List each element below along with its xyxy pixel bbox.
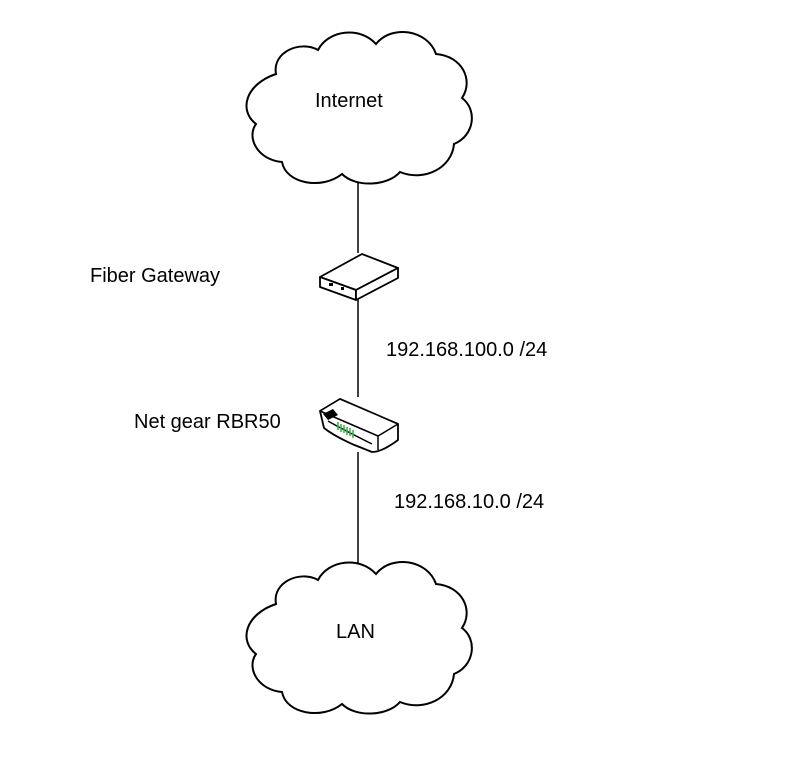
router-led-icon — [337, 422, 354, 438]
fiber-gateway-label: Fiber Gateway — [90, 265, 221, 287]
router-label: Net gear RBR50 — [134, 411, 281, 433]
lan-label: LAN — [336, 621, 375, 643]
gateway-router-subnet-label: 192.168.100.0 /24 — [386, 339, 548, 361]
internet-cloud-icon — [245, 30, 473, 185]
internet-label: Internet — [315, 90, 383, 112]
lan-cloud-icon — [245, 560, 473, 715]
gateway-device-icon — [319, 253, 399, 301]
router-lan-subnet-label: 192.168.10.0 /24 — [394, 491, 545, 513]
router-icon — [319, 398, 399, 453]
